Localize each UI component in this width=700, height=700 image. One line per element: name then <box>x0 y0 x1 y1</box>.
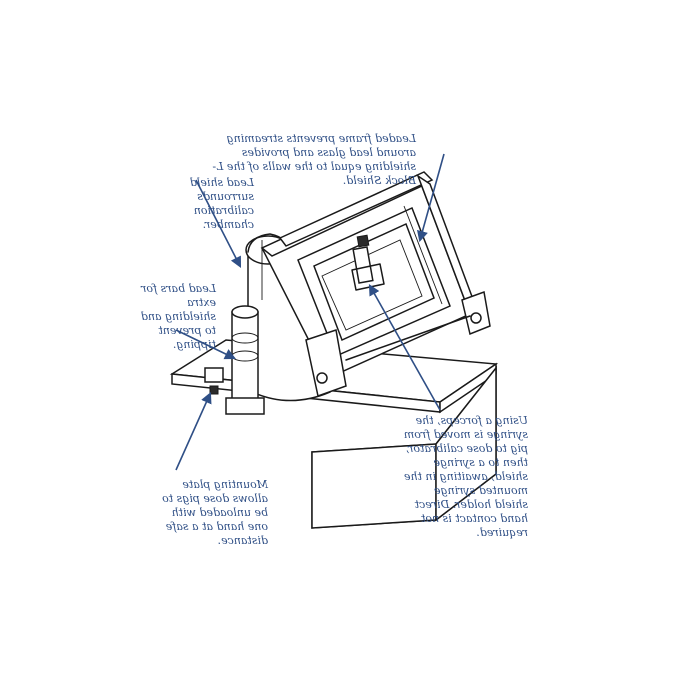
lead-bars-leader <box>175 329 237 360</box>
leader-lines <box>175 153 445 471</box>
mounting-clip <box>204 367 224 395</box>
forceps-callout: Using a forceps, the syringe is moved fr… <box>403 414 528 539</box>
leaded-frame <box>260 171 482 379</box>
mounting-plate-callout: Mounting plate allows dose pigs to be un… <box>162 478 268 547</box>
lead-shield-leader <box>195 179 242 268</box>
lead-shield-callout: Lead shield surrounds calibration chambe… <box>189 176 254 231</box>
lead-bar <box>225 305 265 415</box>
forceps-leader <box>368 284 441 411</box>
front-l-plate <box>311 365 497 529</box>
pivot-arm <box>305 290 491 397</box>
frame-glass-leader <box>417 153 445 243</box>
syringe <box>351 234 385 291</box>
mounting-plate-leader <box>175 391 212 471</box>
lead-bars-callout: Lead bars for extra shielding and to pre… <box>140 282 216 351</box>
